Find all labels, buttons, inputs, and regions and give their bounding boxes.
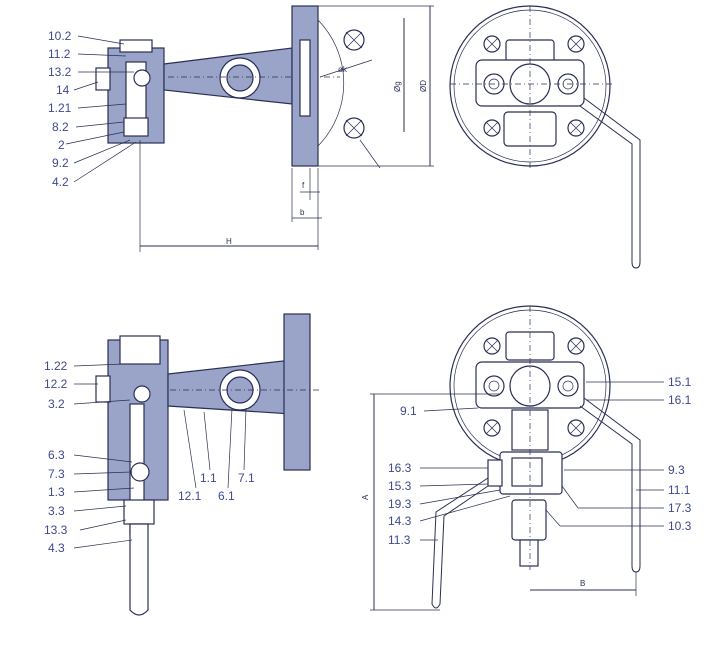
- drain-valve-window: [511, 457, 543, 487]
- cap-nut: [119, 39, 153, 53]
- drain-nut: [123, 499, 155, 525]
- drain-lever: [431, 477, 489, 609]
- side-plug-lower: [95, 375, 111, 403]
- stem-housing: [511, 409, 549, 451]
- callout-10-2: 10.2: [48, 29, 72, 43]
- callout-3-3: 3.3: [48, 504, 65, 518]
- handle-lever-top: [579, 97, 641, 269]
- drain-tube-front: [519, 539, 539, 567]
- bottom-left-leaders: [73, 363, 135, 549]
- dim-A-label: A: [361, 494, 370, 500]
- callout-10-3: 10.3: [668, 519, 692, 533]
- callout-15-3: 15.3: [388, 479, 412, 493]
- callout-7-3: 7.3: [48, 467, 65, 481]
- callout-1-22: 1.22: [44, 359, 68, 373]
- callout-7-1: 7.1: [238, 471, 255, 485]
- dim-f-label: f: [302, 181, 305, 190]
- callout-9-3: 9.3: [668, 463, 685, 477]
- callout-14-3: 14.3: [388, 514, 412, 528]
- callout-1-1: 1.1: [200, 471, 217, 485]
- top-left-leaders: [65, 35, 137, 183]
- callout-8-2: 8.2: [52, 120, 69, 134]
- callout-1-3: 1.3: [48, 485, 65, 499]
- flange-section-lower: [283, 313, 311, 471]
- drain-ball: [130, 462, 150, 482]
- bottom-right-leaders-right: [545, 381, 664, 527]
- bolt-holes-top-right: [483, 35, 585, 137]
- dim-g-label: Øg: [393, 81, 402, 92]
- lower-nut: [123, 117, 149, 137]
- callout-2: 2: [58, 138, 65, 152]
- callout-14: 14: [56, 83, 70, 97]
- bolt-circle-arc: [317, 19, 345, 147]
- ball-seat: [133, 69, 151, 87]
- callout-17-3: 17.3: [668, 501, 692, 515]
- dim-H-label: H: [226, 237, 232, 246]
- dim-k-label: øk: [338, 65, 348, 74]
- top-left-section-view: øk Øg ØD f b H 10.2 11.2 13.2 14 1.21 8.…: [48, 5, 434, 252]
- flange-bore: [299, 39, 311, 117]
- arm-ball-inner: [226, 64, 254, 92]
- drain-tube: [129, 523, 149, 616]
- callout-6-3: 6.3: [48, 448, 65, 462]
- top-right-front-view: [449, 5, 641, 269]
- upper-cap: [119, 335, 161, 365]
- callout-15-1: 15.1: [668, 375, 692, 389]
- callout-12-2: 12.2: [44, 377, 68, 391]
- callout-9-1: 9.1: [400, 404, 417, 418]
- side-bolt: [487, 459, 503, 487]
- side-plug: [95, 67, 111, 91]
- bolt-holes-bottom-right: [483, 337, 585, 437]
- callout-3-2: 3.2: [48, 397, 65, 411]
- callout-9-2: 9.2: [52, 156, 69, 170]
- callout-6-1: 6.1: [218, 489, 235, 503]
- bottom-center-leaders: [183, 407, 247, 489]
- callout-13-2: 13.2: [48, 65, 72, 79]
- callout-11-2: 11.2: [48, 47, 71, 61]
- callout-11-1: 11.1: [668, 483, 691, 497]
- callout-4-3: 4.3: [48, 541, 65, 555]
- callout-4-2: 4.2: [52, 175, 69, 189]
- callout-12-1: 12.1: [178, 489, 202, 503]
- drain-nut-front: [511, 499, 547, 541]
- dim-b-label: b: [300, 208, 305, 217]
- callout-16-1: 16.1: [668, 393, 692, 407]
- bottom-right-leaders-left: [419, 407, 511, 541]
- dim-D-label: ØD: [419, 80, 428, 92]
- callout-11-3: 11.3: [388, 533, 411, 547]
- dim-B-label: B: [580, 579, 585, 588]
- callout-16-3: 16.3: [388, 461, 412, 475]
- bottom-right-front-view: A B 9.1 16.3 15.3 19.3 14.3 11.3 15.1 16…: [361, 305, 692, 611]
- callout-13-3: 13.3: [44, 523, 68, 537]
- callout-1-21: 1.21: [48, 101, 72, 115]
- bottom-left-section-view: 1.22 12.2 3.2 6.3 7.3 1.3 3.3 13.3 4.3 1…: [44, 313, 320, 616]
- callout-19-3: 19.3: [388, 497, 412, 511]
